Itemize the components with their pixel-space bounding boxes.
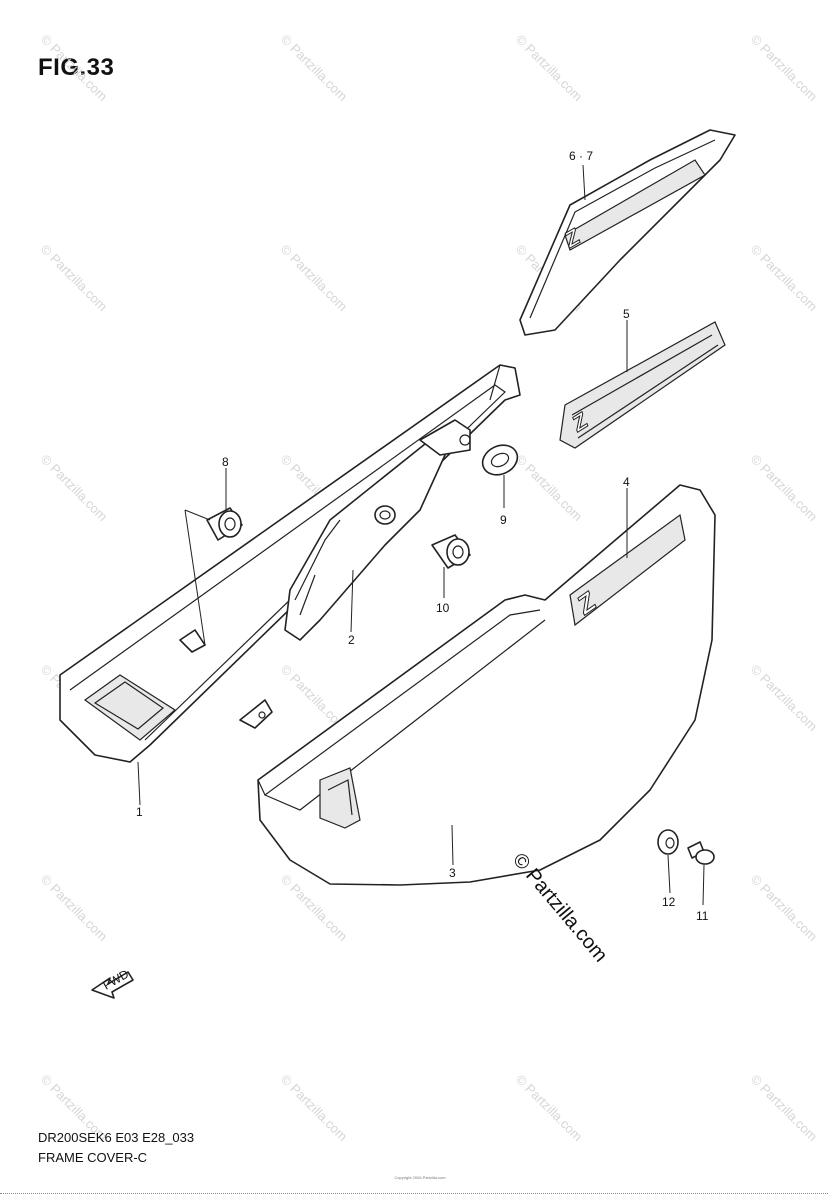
watermark-text: © Partzilla.com [38,242,111,315]
callout-10: 10 [436,601,450,615]
part-8-grommet [206,507,243,541]
watermark-text: © Partzilla.com [38,872,111,945]
callout-1: 1 [136,805,143,819]
callout-12: 12 [662,895,676,909]
callout-5: 5 [623,307,630,321]
watermark-large: © Partzilla.com [508,849,611,966]
part-9-grommet [481,444,519,476]
watermark-text: © Partzilla.com [748,452,821,525]
callout-8: 8 [222,455,229,469]
watermark-text: © Partzilla.com [38,452,111,525]
part-11-bolt [687,841,715,865]
callout-2: 2 [348,633,355,647]
fwd-arrow: FWD [91,967,134,999]
watermark-text: © Partzilla.com [748,1072,821,1145]
watermark-text: © Partzilla.com [513,1072,586,1145]
model-code: DR200SEK6 E03 E28_033 [38,1130,195,1145]
part-2-inner-panel [284,419,471,641]
bottom-divider [0,1193,828,1194]
leader-lines [137,164,705,906]
watermark-text: © Partzilla.com [748,32,821,105]
section-name: FRAME COVER-C [38,1150,148,1165]
watermark-text: © Partzilla.com [38,32,111,105]
watermark-text: © Partzilla.com [278,32,351,105]
part-6-7-shroud-decal: Z [519,129,736,336]
figure-title: FIG.33 [38,54,115,81]
watermark-text: © Partzilla.com [513,32,586,105]
callout-6-7: 6 · 7 [569,149,593,163]
callout-3: 3 [449,866,456,880]
watermark-text: © Partzilla.com [278,1072,351,1145]
watermark-text: © Partzilla.com [513,452,586,525]
watermark-text: © Partzilla.com [748,662,821,735]
callout-4: 4 [623,475,630,489]
part-12-washer [657,829,679,855]
watermark-text: © Partzilla.com [278,242,351,315]
watermark-text: © Partzilla.com [748,872,821,945]
callout-labels: 6 · 7 5 4 8 9 10 2 1 3 12 11 [136,149,709,923]
part-10-collar [431,534,471,569]
watermark-text: © Partzilla.com [748,242,821,315]
part-5-emblem-decal: Z [559,321,726,449]
copyright-line: Copyright 2006 Partzilla.com [394,1175,446,1180]
callout-11: 11 [696,909,709,923]
callout-9: 9 [500,513,507,527]
